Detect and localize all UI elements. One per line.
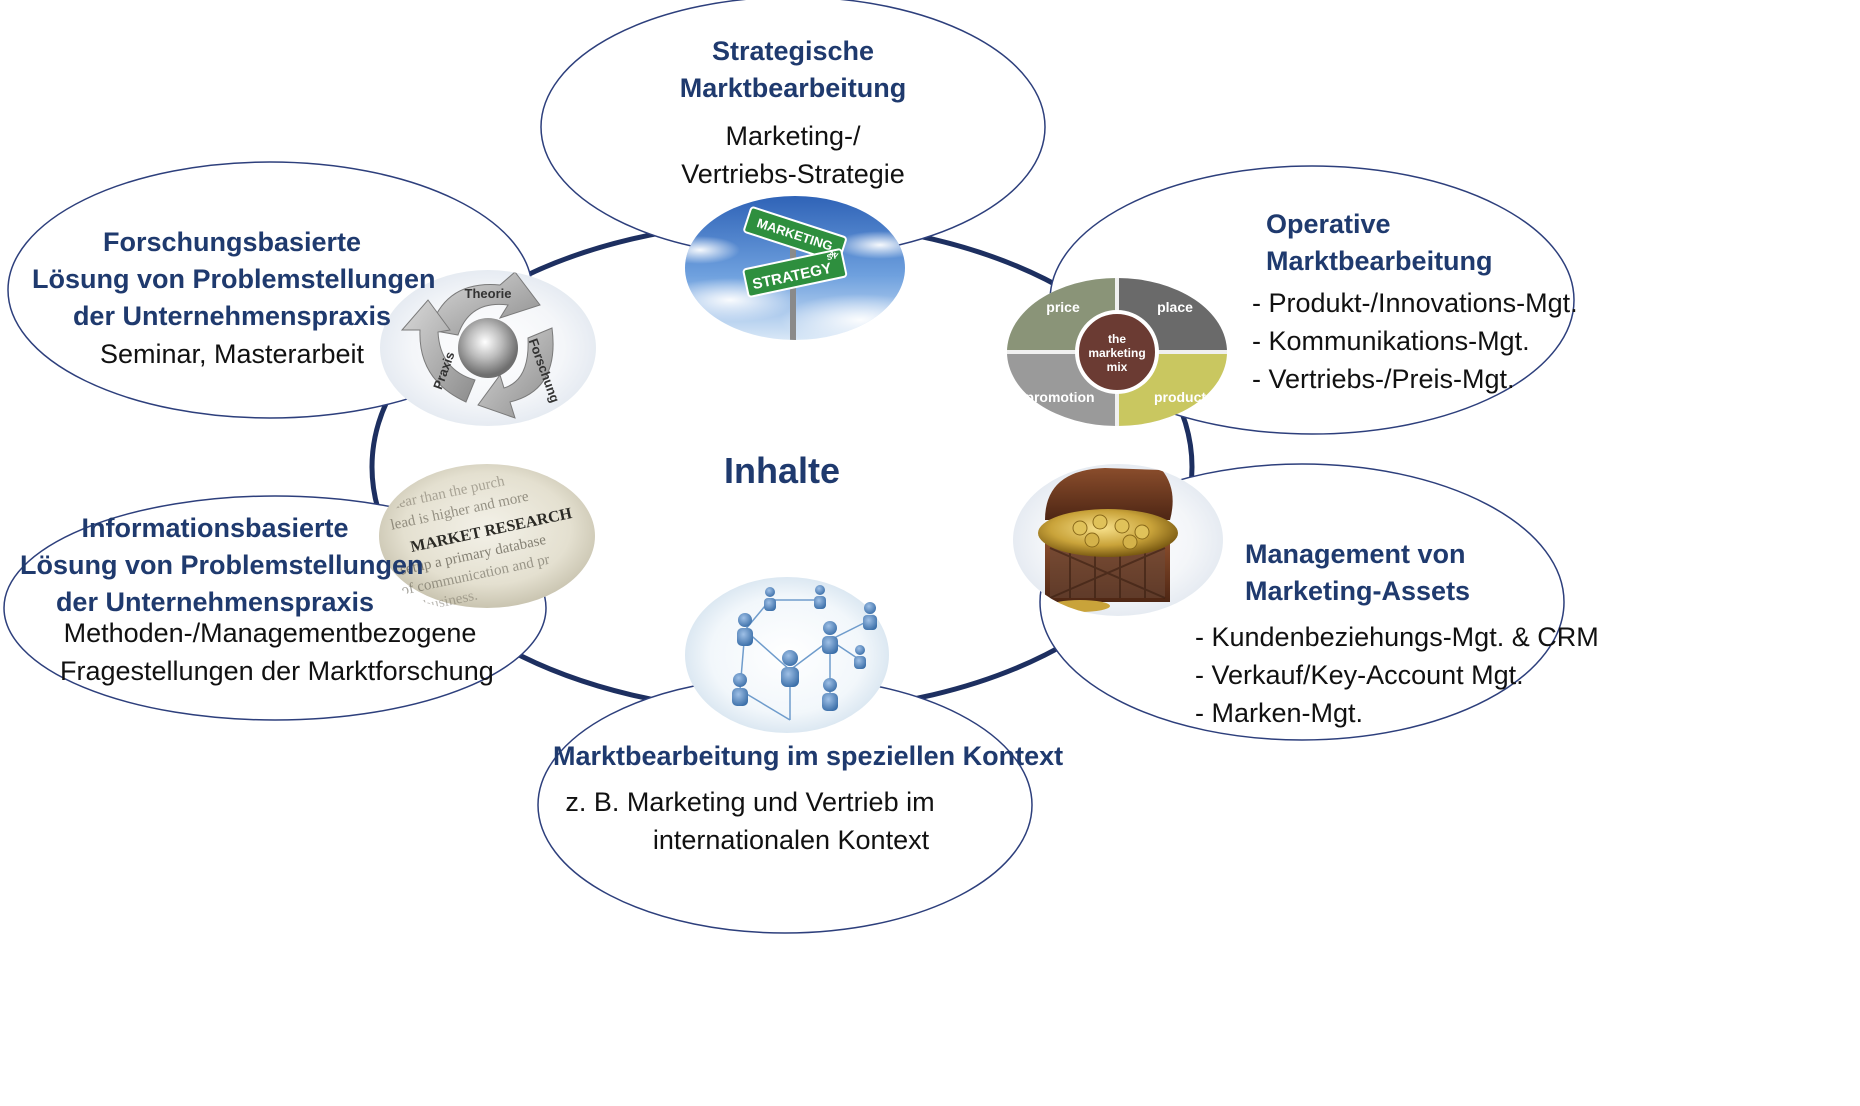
node-context-body-2: internationalen Kontext <box>652 825 930 855</box>
mix-center-line-1: the <box>1108 332 1126 346</box>
center-label: Inhalte <box>723 450 840 491</box>
node-top-title-1: Strategische <box>711 36 875 66</box>
node-assets-title-1: Management von <box>1245 539 1466 569</box>
node-operative-item-1: - Produkt-/Innovations-Mgt. <box>1252 288 1578 318</box>
node-assets-title-2: Marketing-Assets <box>1245 576 1471 606</box>
node-information-title-1: Informationsbasierte <box>81 513 349 543</box>
signpost-marketing-suffix: AV <box>828 251 839 261</box>
node-assets-item-3: - Marken-Mgt. <box>1195 698 1364 728</box>
node-information-title-2: Lösung von Problemstellungen <box>20 550 424 580</box>
node-assets-text: Management von Marketing-Assets - Kunden… <box>1195 536 1599 732</box>
cycle-image: Theorie Forschung Praxis <box>380 270 596 426</box>
node-operative-text: Operative Marktbearbeitung - Produkt-/In… <box>1252 206 1578 398</box>
mix-quadrant-promotion: promotion <box>1025 389 1094 405</box>
node-top-body-2: Vertriebs-Strategie <box>681 159 905 189</box>
node-assets-item-2: - Verkauf/Key-Account Mgt. <box>1195 660 1524 690</box>
node-assets-item-1: - Kundenbeziehungs-Mgt. & CRM <box>1195 622 1599 652</box>
network-people <box>732 585 877 711</box>
node-operative-item-2: - Kommunikations-Mgt. <box>1252 326 1530 356</box>
node-information-body: Methoden-/Managementbezogene Fragestellu… <box>60 614 494 690</box>
mix-center-line-3: mix <box>1107 360 1128 374</box>
node-top-title-2: Marktbearbeitung <box>679 73 907 103</box>
node-information-body-1: Methoden-/Managementbezogene <box>63 618 477 648</box>
node-top-text: Strategische Marktbearbeitung Marketing-… <box>643 33 943 193</box>
node-information-text: Informationsbasierte Lösung von Problems… <box>20 510 424 621</box>
node-operative-title-1: Operative <box>1266 209 1391 239</box>
node-context-title: Marktbearbeitung im speziellen Kontext <box>553 741 1064 771</box>
node-research-title-3: der Unternehmenspraxis <box>72 301 392 331</box>
node-research-text: Forschungsbasierte Lösung von Problemste… <box>32 224 436 373</box>
node-top-body-1: Marketing-/ <box>725 121 861 151</box>
node-context-text: Marktbearbeitung im speziellen Kontext z… <box>553 738 1064 859</box>
mix-quadrant-product: product <box>1154 389 1206 405</box>
node-operative-item-3: - Vertriebs-/Preis-Mgt. <box>1252 364 1515 394</box>
node-research-title-2: Lösung von Problemstellungen <box>32 264 436 294</box>
node-information-body-2: Fragestellungen der Marktforschung <box>60 656 494 686</box>
treasure-chest-image <box>1013 464 1223 616</box>
node-information-title-3: der Unternehmenspraxis <box>55 587 375 617</box>
node-research-body: Seminar, Masterarbeit <box>99 339 365 369</box>
cycle-label-theorie: Theorie <box>465 286 512 301</box>
node-context-body-1: z. B. Marketing und Vertrieb im <box>565 787 935 817</box>
mix-quadrant-price: price <box>1046 299 1080 315</box>
mix-center-line-2: marketing <box>1088 346 1145 360</box>
mix-quadrant-place: place <box>1157 299 1193 315</box>
node-research-title-1: Forschungsbasierte <box>102 227 362 257</box>
network-image <box>685 577 889 733</box>
market-research-image: dear than the purch lead is higher and m… <box>379 464 595 618</box>
node-operative-title-2: Marktbearbeitung <box>1266 246 1493 276</box>
marketing-mix-image: price place promotion product the market… <box>1007 278 1227 426</box>
signpost-strategy-suffix: ST <box>826 251 838 262</box>
